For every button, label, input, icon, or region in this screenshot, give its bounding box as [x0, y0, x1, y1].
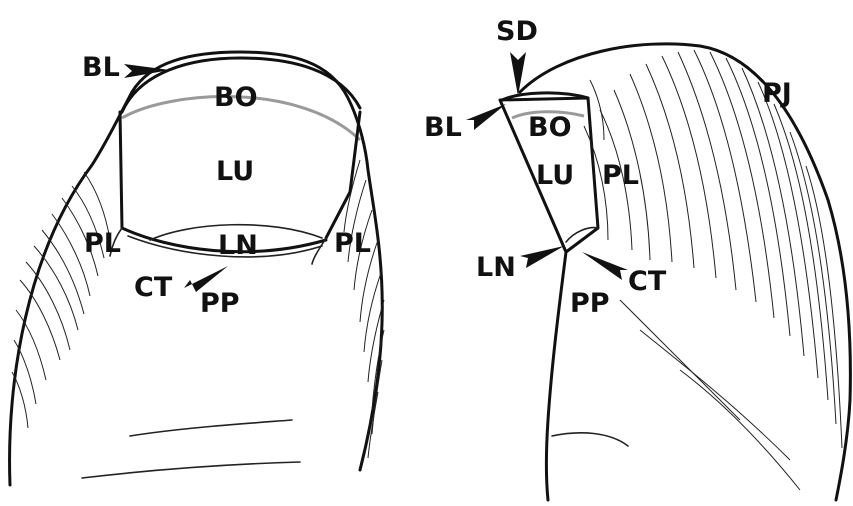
- right-label-bl: BL: [424, 112, 462, 143]
- left-label-pl-right: PL: [334, 228, 371, 259]
- right-bl-arrow: [466, 104, 506, 130]
- right-label-pp: PP: [570, 288, 610, 319]
- left-label-ct: CT: [134, 272, 173, 303]
- left-label-pp: PP: [200, 288, 240, 319]
- right-volar-edge: [547, 252, 567, 500]
- left-crease-upper: [130, 420, 292, 436]
- left-label-pl-left: PL: [84, 228, 121, 259]
- right-crease: [552, 433, 628, 446]
- left-view: BL BO LU PL PL LN CT PP: [10, 52, 384, 485]
- left-nail-side-left: [120, 112, 122, 228]
- right-label-pj: PJ: [762, 78, 792, 109]
- right-label-bo: BO: [528, 112, 572, 143]
- left-crease-lower: [82, 462, 300, 478]
- left-label-lu: LU: [216, 156, 254, 187]
- left-label-bo: BO: [214, 82, 258, 113]
- right-label-sd: SD: [496, 16, 538, 47]
- left-label-bl: BL: [82, 52, 120, 83]
- right-label-ln: LN: [476, 252, 516, 283]
- left-hatching-left: [12, 172, 110, 428]
- right-ct-arrow: [582, 252, 628, 280]
- left-hatching-right: [344, 160, 384, 458]
- right-label-pl: PL: [602, 160, 639, 191]
- right-ln-arrow: [520, 246, 564, 268]
- left-label-ln: LN: [218, 230, 258, 261]
- right-label-ct: CT: [628, 266, 667, 297]
- right-label-lu: LU: [536, 160, 574, 191]
- right-view: SD BL BO LU PL PJ LN CT PP: [424, 16, 850, 500]
